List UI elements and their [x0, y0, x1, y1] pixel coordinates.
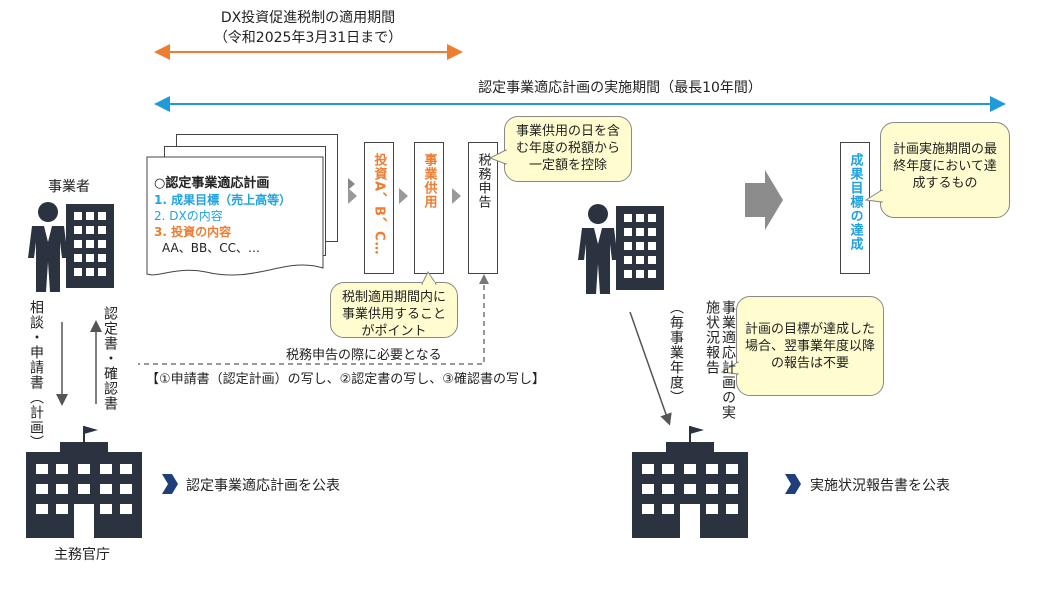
- chevron-arrow-icon: [348, 178, 355, 190]
- plan-period-title: 認定事業適応計画の実施期間（最長10年間）: [478, 80, 762, 96]
- goal-achievement-box: 成果目標の達成: [840, 142, 870, 274]
- publish-arrow-icon: [162, 474, 178, 494]
- business-use-box: 事業供用: [414, 142, 444, 274]
- ministry-label: 主務官庁: [54, 547, 110, 563]
- document-item-dx: 2. DXの内容: [154, 209, 223, 223]
- chevron-arrow-icon: [399, 188, 408, 204]
- dashed-document-line: [138, 276, 485, 365]
- tax-period-line1: DX投資促進税制の適用期間: [220, 10, 396, 26]
- investment-box: 投資A、B、C…: [364, 142, 394, 274]
- document-title: ○認定事業適応計画: [154, 176, 270, 191]
- publish-arrow-icon: [785, 474, 801, 494]
- business-operator-label: 事業者: [48, 179, 90, 195]
- business-person-icon: [28, 202, 114, 292]
- big-gray-arrow-icon: [745, 170, 783, 230]
- ministry-building-icon-right: [632, 426, 748, 538]
- callout-tail: [864, 189, 884, 203]
- document-item-investment: 3. 投資の内容: [154, 225, 232, 239]
- document-item-list: AA、BB、CC、…: [162, 241, 260, 255]
- status-report-annual-label: （毎事業年度）: [668, 300, 684, 405]
- callout-tail: [421, 271, 437, 286]
- status-report-label: 事業適応計画の実施状況報告: [704, 300, 736, 420]
- consult-application-label: 相談・申請書（計画）: [28, 300, 44, 450]
- chevron-arrow-icon: [452, 188, 461, 204]
- document-content: ○認定事業適応計画 1. 成果目標（売上高等） 2. DXの内容 3. 投資の内…: [154, 176, 326, 256]
- business-person-icon-right: [578, 204, 664, 294]
- required-copies-label: 【①申請書（認定計画）の写し、②認定書の写し、③確認書の写し】: [146, 372, 545, 387]
- document-sheet-front: [146, 156, 324, 276]
- publish-report-label: 実施状況報告書を公表: [810, 478, 950, 494]
- point-callout: 税制適用期間内に事業供用することがポイント: [330, 282, 458, 339]
- tax-filing-needed-label: 税務申告の際に必要となる: [286, 348, 442, 363]
- no-report-callout: 計画の目標が達成した場合、翌事業年度以降の報告は不要: [736, 296, 884, 396]
- chevron-arrow-icon: [348, 188, 357, 204]
- callout-tail: [488, 149, 508, 165]
- publish-plan-label: 認定事業適応計画を公表: [186, 478, 340, 494]
- tax-period-line2: （令和2025年3月31日まで）: [213, 30, 403, 46]
- deduction-callout: 事業供用の日を含む年度の税額から一定額を控除: [504, 116, 632, 182]
- callout-tail: [720, 361, 740, 375]
- ministry-building-icon: [26, 426, 142, 538]
- certificate-confirmation-label: 認定書・確認書: [102, 306, 118, 411]
- tax-return-box: 税務申告: [468, 142, 498, 274]
- status-report-arrow: [629, 311, 672, 426]
- final-year-callout: 計画実施期間の最終年度において達成するもの: [880, 122, 1010, 218]
- document-item-goal: 1. 成果目標（売上高等）: [154, 193, 292, 207]
- tax-period-title: DX投資促進税制の適用期間 （令和2025年3月31日まで）: [168, 8, 448, 48]
